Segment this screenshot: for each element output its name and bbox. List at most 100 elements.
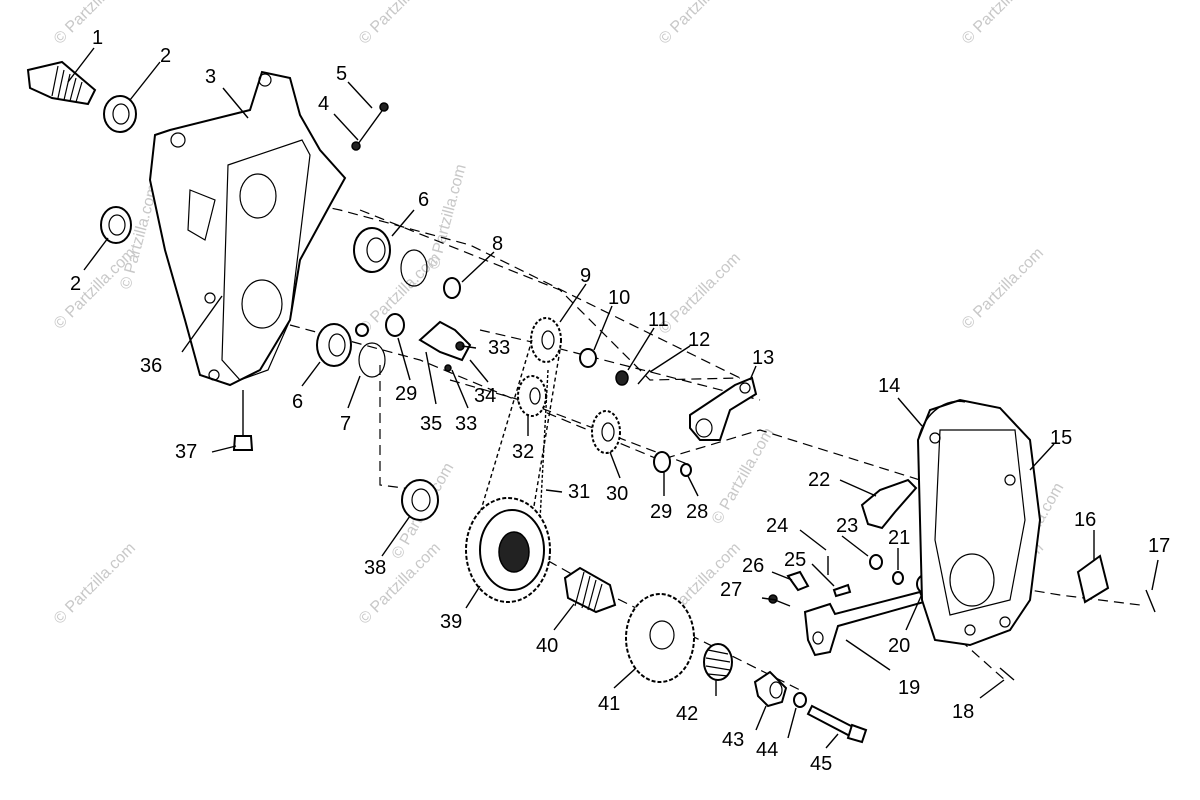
nut-part	[615, 370, 629, 386]
callout-2: 2	[160, 45, 171, 67]
axis-line	[289, 324, 921, 481]
washer-part	[653, 451, 671, 473]
callout-35: 35	[420, 413, 442, 435]
seal-part	[100, 206, 132, 244]
shift-lever-part	[689, 376, 758, 441]
callout-2: 2	[70, 273, 81, 295]
callout-40: 40	[536, 635, 558, 657]
callout-33: 33	[488, 337, 510, 359]
callout-17: 17	[1148, 535, 1170, 557]
callout-12: 12	[688, 329, 710, 351]
watermark: © Partzilla.com	[959, 0, 1047, 48]
callout-32: 32	[512, 441, 534, 463]
upper-sprocket-part	[530, 317, 562, 363]
snap-ring-part	[400, 249, 428, 287]
axis-line	[359, 209, 741, 381]
input-shaft-part	[26, 60, 97, 106]
callout-5: 5	[336, 63, 347, 85]
callout-36: 36	[140, 355, 162, 377]
callout-27: 27	[720, 579, 742, 601]
watermark: © Partzilla.com	[656, 250, 744, 338]
parts-layer	[26, 60, 1156, 744]
drive-chain-part	[477, 339, 561, 531]
callout-14: 14	[878, 375, 900, 397]
callout-34: 34	[474, 385, 496, 407]
callout-6: 6	[418, 189, 429, 211]
thrust-washer-part	[401, 479, 439, 521]
watermark: © Partzilla.com	[356, 0, 444, 48]
callout-43: 43	[722, 729, 744, 751]
bearing-part	[353, 227, 391, 273]
callout-25: 25	[784, 549, 806, 571]
callout-labels: 1 2 3 5 4 2 6 8 9 10 11 12 13 14 15 36 6…	[70, 27, 1170, 775]
callout-3: 3	[205, 66, 216, 88]
callout-38: 38	[364, 557, 386, 579]
callout-24: 24	[766, 515, 788, 537]
callout-28: 28	[686, 501, 708, 523]
watermark: © Partzilla.com	[425, 162, 469, 271]
callout-7: 7	[340, 413, 351, 435]
washer-part	[793, 692, 807, 708]
case-cover-part	[916, 398, 1042, 647]
washer-part	[443, 277, 461, 299]
watermark: © Partzilla.com	[656, 0, 744, 48]
callout-26: 26	[742, 555, 764, 577]
callout-4: 4	[318, 93, 329, 115]
collar-part	[753, 670, 788, 708]
callout-33: 33	[455, 413, 477, 435]
shift-arm-part	[860, 478, 918, 530]
watermark: © Partzilla.com	[51, 540, 139, 628]
callout-29: 29	[395, 383, 417, 405]
callout-9: 9	[580, 265, 591, 287]
seal-part	[103, 95, 137, 133]
callout-19: 19	[898, 677, 920, 699]
output-shaft-part	[563, 566, 617, 614]
callout-6: 6	[292, 391, 303, 413]
leader-lines	[67, 47, 1159, 749]
screw-part	[768, 594, 791, 607]
callout-10: 10	[608, 287, 630, 309]
callout-37: 37	[175, 441, 197, 463]
drain-plug-part	[232, 390, 254, 451]
callout-16: 16	[1074, 509, 1096, 531]
washer-part	[579, 348, 597, 368]
shift-rod-part	[803, 590, 926, 657]
callout-8: 8	[492, 233, 503, 255]
large-sprocket-part	[465, 497, 551, 603]
ring-part	[680, 463, 692, 477]
callout-13: 13	[752, 347, 774, 369]
callout-42: 42	[676, 703, 698, 725]
axis-line	[959, 639, 1006, 681]
spring-part	[703, 643, 733, 681]
cover-plate-part	[1076, 554, 1110, 604]
detent-part	[869, 554, 883, 570]
washer-part	[385, 313, 405, 337]
callout-30: 30	[606, 483, 628, 505]
callout-45: 45	[810, 753, 832, 775]
callout-1: 1	[92, 27, 103, 49]
snap-ring-part	[358, 342, 386, 378]
clip-part	[786, 570, 810, 592]
callout-21: 21	[888, 527, 910, 549]
callout-23: 23	[836, 515, 858, 537]
callout-15: 15	[1050, 427, 1072, 449]
callout-44: 44	[756, 739, 778, 761]
spur-gear-part	[591, 410, 621, 454]
screw-part	[1145, 589, 1156, 613]
callout-41: 41	[598, 693, 620, 715]
callout-39: 39	[440, 611, 462, 633]
main-case-part	[148, 70, 347, 387]
long-bolt-part	[806, 704, 868, 744]
o-ring-part	[892, 571, 904, 585]
callout-18: 18	[952, 701, 974, 723]
screw-part	[999, 667, 1015, 681]
callout-20: 20	[888, 635, 910, 657]
pin-part	[832, 583, 852, 598]
callout-29: 29	[650, 501, 672, 523]
bearing-part	[316, 323, 369, 367]
lower-sprocket-part	[517, 375, 547, 417]
driven-sprocket-part	[625, 593, 695, 683]
callout-31: 31	[568, 481, 590, 503]
callout-22: 22	[808, 469, 830, 491]
